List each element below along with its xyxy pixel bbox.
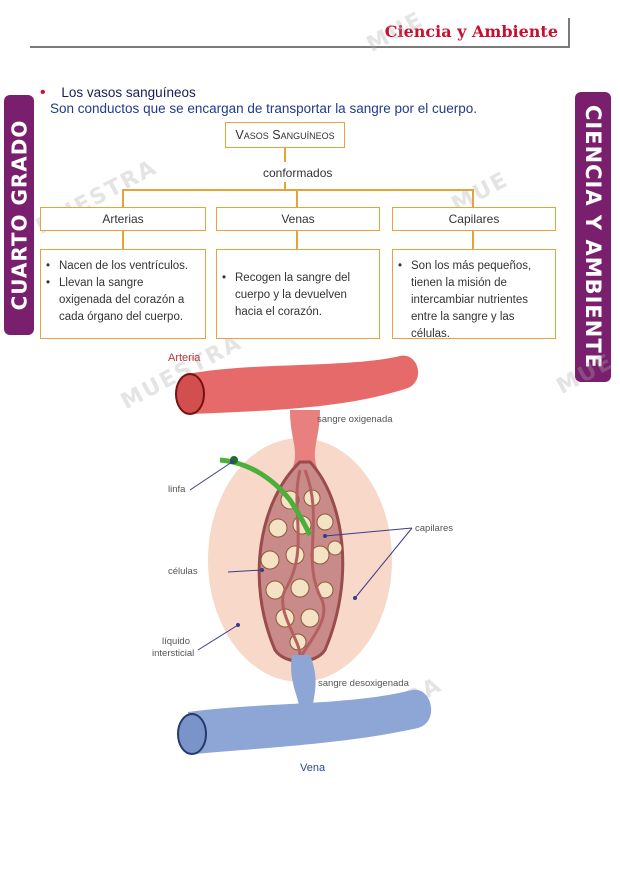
branch-title: Venas bbox=[281, 212, 315, 226]
concept-connector-text: conformados bbox=[263, 166, 333, 180]
side-tab-subject-label: CIENCIA Y AMBIENTE bbox=[581, 104, 606, 370]
label-celulas: células bbox=[168, 566, 198, 577]
side-tab-grade: CUARTO GRADO bbox=[4, 95, 34, 335]
list-item: Recogen la sangre del cuerpo y la devuel… bbox=[222, 270, 371, 321]
label-sangre-desoxigenada: sangre desoxigenada bbox=[318, 678, 409, 689]
vein-tube bbox=[188, 689, 432, 754]
connector-line bbox=[122, 189, 474, 191]
capillary-diagram bbox=[175, 355, 432, 755]
connector-line bbox=[284, 182, 286, 190]
connector-line bbox=[296, 231, 298, 249]
label-vena: Vena bbox=[300, 762, 326, 774]
list-item: Nacen de los ventrículos. bbox=[46, 258, 197, 275]
label-capilares: capilares bbox=[415, 523, 454, 534]
header-rule-tick bbox=[568, 18, 570, 48]
connector-line bbox=[472, 189, 474, 207]
section-heading: Los vasos sanguíneos bbox=[61, 85, 196, 100]
artery-opening bbox=[175, 373, 205, 415]
branch-detail-venas: Recogen la sangre del cuerpo y la devuel… bbox=[216, 249, 380, 339]
section-bullet: • Los vasos sanguíneos bbox=[40, 84, 196, 102]
connector-line bbox=[472, 231, 474, 249]
section-intro: Son conductos que se encargan de transpo… bbox=[50, 101, 478, 116]
bullet-dot-icon: • bbox=[40, 84, 46, 101]
branch-detail-capilares: Son los más pequeños, tienen la misión d… bbox=[392, 249, 556, 340]
vein-stem bbox=[291, 655, 316, 710]
lymph-vessel bbox=[219, 457, 313, 537]
label-linfa: linfa bbox=[168, 484, 186, 495]
artery-tube bbox=[188, 355, 419, 414]
concept-root-box: Vasos Sanguíneos bbox=[225, 122, 345, 148]
connector-line bbox=[284, 148, 286, 162]
side-tab-grade-label: CUARTO GRADO bbox=[7, 119, 32, 311]
branch-title: Arterias bbox=[102, 212, 144, 226]
connector-line bbox=[122, 231, 124, 249]
header-rule bbox=[30, 46, 570, 48]
branch-box-capilares: Capilares bbox=[392, 207, 556, 231]
label-arteria: Arteria bbox=[168, 352, 201, 364]
vein-opening bbox=[177, 713, 207, 755]
branch-detail-arterias: Nacen de los ventrículos. Llevan la sang… bbox=[40, 249, 206, 339]
side-tab-subject: CIENCIA Y AMBIENTE bbox=[575, 92, 611, 382]
branch-box-arterias: Arterias bbox=[40, 207, 206, 231]
header-title: Ciencia y Ambiente bbox=[384, 22, 558, 41]
branch-title: Capilares bbox=[448, 212, 500, 226]
label-sangre-oxigenada: sangre oxigenada bbox=[317, 414, 393, 425]
connector-line bbox=[296, 189, 298, 207]
list-item: Son los más pequeños, tienen la misión d… bbox=[398, 258, 547, 343]
concept-root-label: Vasos Sanguíneos bbox=[235, 128, 335, 142]
label-liquido: líquido bbox=[162, 636, 190, 647]
label-intersticial: intersticial bbox=[152, 648, 195, 659]
branch-box-venas: Venas bbox=[216, 207, 380, 231]
connector-line bbox=[122, 189, 124, 207]
list-item: Llevan la sangre oxigenada del corazón a… bbox=[46, 275, 197, 326]
artery-stem bbox=[290, 410, 320, 470]
